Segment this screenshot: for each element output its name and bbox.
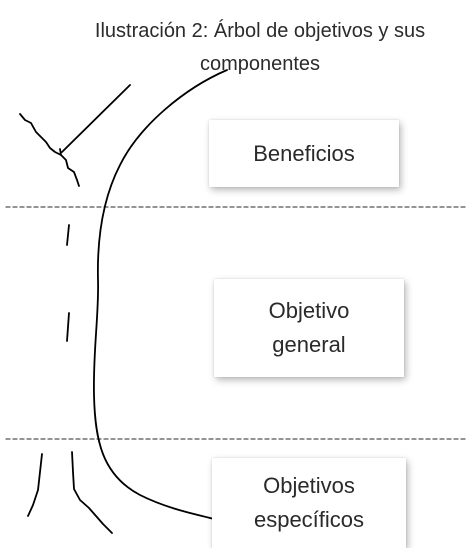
- general-objective-box: Objetivo general: [214, 279, 404, 377]
- trunk-upper-branch: [61, 84, 131, 153]
- specific-objectives-box: Objetivos específicos: [212, 458, 406, 548]
- caption-line-1: Ilustración 2: Árbol de objetivos y sus: [94, 20, 426, 42]
- benefits-box: Beneficios: [209, 120, 399, 187]
- caption-line-2: componentes: [199, 53, 321, 75]
- trunk-right-curve: [92, 69, 228, 520]
- root-right: [71, 451, 113, 534]
- specific-objectives-line-1: Objetivos: [263, 473, 355, 498]
- trunk-left-branch: [19, 113, 62, 156]
- general-objective-line-2: general: [272, 332, 346, 357]
- trunk-segment-1: [66, 224, 70, 246]
- trunk-segment-2: [66, 312, 70, 342]
- benefits-label: Beneficios: [253, 140, 355, 166]
- root-left: [27, 453, 43, 517]
- general-objective-line-1: Objetivo: [268, 298, 350, 323]
- figure-caption: Ilustración 2: Árbol de objetivos y sus …: [0, 15, 468, 81]
- trunk-left-edge: [60, 154, 80, 187]
- specific-objectives-line-2: específicos: [253, 507, 365, 532]
